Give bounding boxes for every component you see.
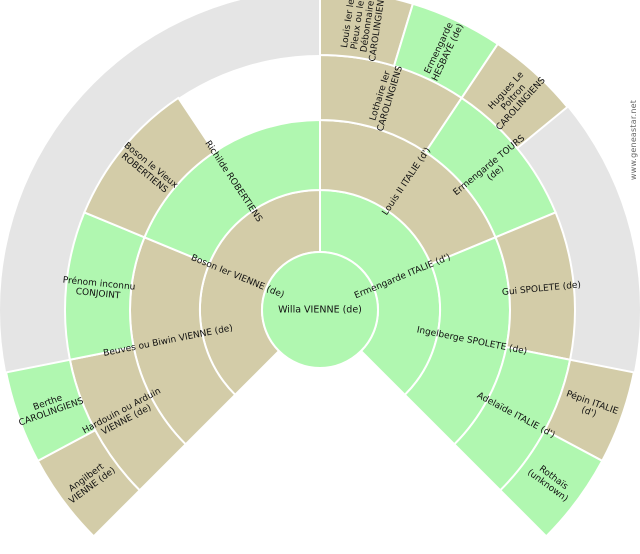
ancestor-cells <box>4 0 636 538</box>
root-person: Willa VIENNE (de) <box>261 251 379 369</box>
root-person-disc[interactable] <box>261 251 379 369</box>
ancestor-cell[interactable] <box>498 428 604 538</box>
ancestor-cell[interactable] <box>83 96 216 239</box>
watermark: www.geneastar.net <box>629 100 638 180</box>
root-person-name: Willa VIENNE (de) <box>278 305 362 316</box>
ancestor-cell[interactable] <box>460 42 569 150</box>
ancestor-cell[interactable] <box>4 358 97 463</box>
ancestor-name: Louis Ier lePieux ou leDébonnaireCAROLIN… <box>338 0 387 62</box>
